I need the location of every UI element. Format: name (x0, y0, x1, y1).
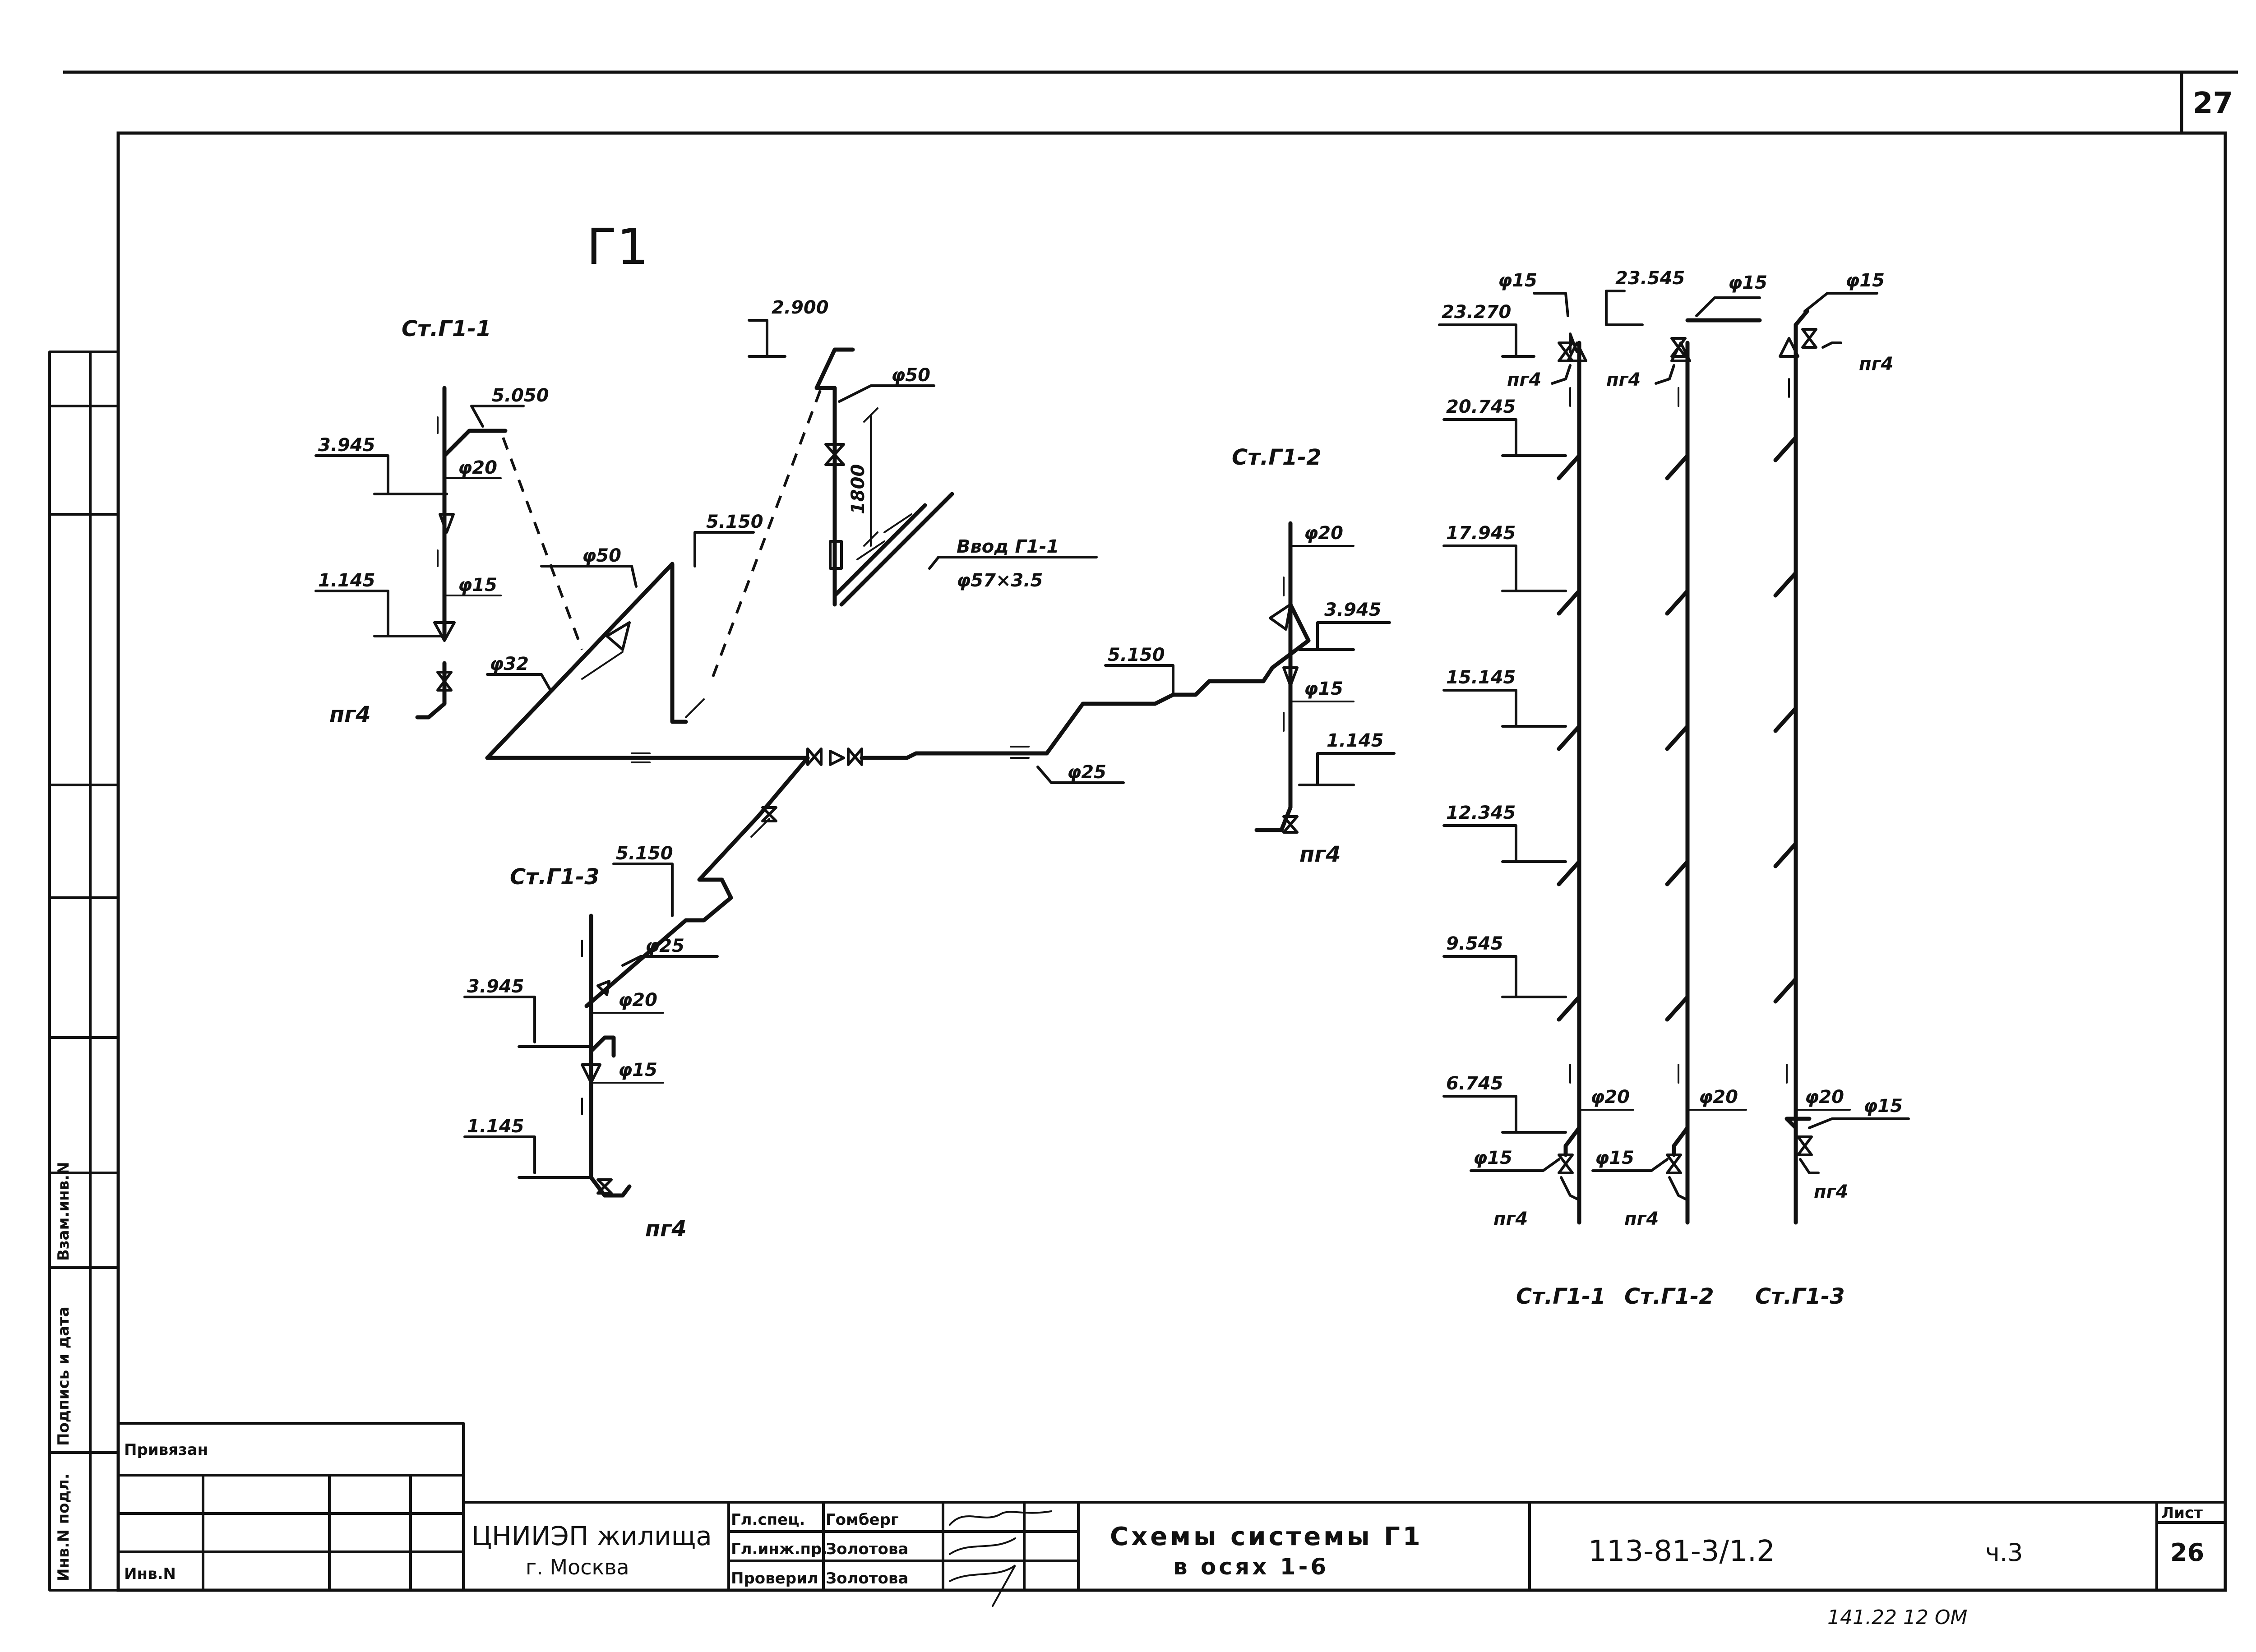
bound-label: Привязан (124, 1441, 208, 1459)
inv-label: Инв.N (124, 1565, 176, 1583)
diam-v15-2: φ15 (1728, 272, 1767, 293)
diam-15-c: φ15 (618, 1060, 657, 1080)
sheet-label: Лист (2161, 1504, 2203, 1522)
level-1145-b: 1.145 (1327, 730, 1384, 751)
riser-1-bottom-label: Ст.Г1-1 (1516, 1284, 1606, 1309)
level-17945: 17.945 (1446, 523, 1516, 544)
level-3945-a: 3.945 (318, 435, 375, 456)
level-1145-c: 1.145 (467, 1116, 524, 1137)
fixture-label-5: пг4 (1606, 369, 1641, 390)
main-distribution: φ50 φ32 5.150 2.900 φ50 1800 Ввод Г1-1 φ… (485, 297, 1311, 784)
level-23545: 23.545 (1615, 268, 1685, 289)
riser-2-bottom-label: Ст.Г1-2 (1624, 1284, 1714, 1309)
side-vzam-inv: Взам.инв.N (55, 1162, 73, 1261)
inlet-label: Ввод Г1-1 (957, 536, 1059, 557)
title-line-1: Схемы системы Г1 (1110, 1522, 1423, 1551)
fixture-label-6: пг4 (1859, 354, 1893, 374)
signature-0 (949, 1510, 1052, 1526)
fixture-label-9: пг4 (1814, 1181, 1848, 1202)
role-0: Гл.спец. (731, 1511, 805, 1529)
footer-code: 141.22 12 ОМ (1827, 1606, 1968, 1629)
level-3945-c: 3.945 (467, 976, 524, 997)
level-5050: 5.050 (492, 385, 549, 406)
side-signature-date: Подпись и дата (55, 1306, 73, 1446)
name-2: Золотова (826, 1569, 908, 1587)
title-line-2: в осях 1-6 (1173, 1554, 1329, 1580)
riser-developments: φ15 23.545 φ15 φ15 23.270 пг4 пг4 пг4 20… (1438, 268, 1910, 1309)
system-title: Г1 (587, 218, 648, 276)
role-1: Гл.инж.пр. (731, 1540, 828, 1558)
diam-v20-1: φ20 (1590, 1087, 1630, 1107)
name-1: Золотова (826, 1540, 908, 1558)
fixture-label-1: пг4 (329, 702, 371, 727)
side-stamp: Инв.N подл. Подпись и дата Взам.инв.N (48, 351, 120, 1592)
organization: ЦНИИЭП жилища (472, 1521, 712, 1551)
diam-v15-3: φ15 (1845, 270, 1885, 291)
level-20745: 20.745 (1446, 397, 1516, 417)
fixture-label-7: пг4 (1493, 1209, 1528, 1229)
level-5150-c: 5.150 (616, 843, 673, 864)
fixture-label-3: пг4 (645, 1216, 687, 1241)
diam-50-a: φ50 (582, 545, 621, 566)
name-0: Гомберг (826, 1511, 899, 1529)
signature-1 (949, 1537, 1016, 1555)
dimension-1800: 1800 (848, 464, 869, 514)
diam-50-b: φ50 (891, 365, 930, 386)
diam-v15-4: φ15 (1473, 1148, 1512, 1168)
diam-25-b: φ25 (645, 936, 684, 956)
signature-2 (949, 1564, 1016, 1607)
diam-15-b: φ15 (1304, 678, 1343, 699)
diam-25-a: φ25 (1067, 762, 1106, 783)
riser-2-schematic: Ст.Г1-2 φ20 3.945 φ15 1.145 пг4 (1232, 445, 1396, 867)
part-label: ч.3 (1985, 1538, 2023, 1567)
diam-20-c: φ20 (618, 990, 657, 1011)
riser-1-label: Ст.Г1-1 (402, 316, 491, 341)
level-6745: 6.745 (1446, 1073, 1503, 1094)
level-5150-a: 5.150 (706, 512, 763, 532)
level-23270: 23.270 (1442, 302, 1511, 323)
diam-v15-1: φ15 (1498, 270, 1537, 291)
level-3945-b: 3.945 (1324, 600, 1382, 620)
diam-32: φ32 (490, 654, 529, 674)
diam-20-a: φ20 (458, 457, 497, 478)
sheet-number: 26 (2170, 1538, 2204, 1567)
diam-v15-6: φ15 (1863, 1096, 1903, 1117)
riser-3-schematic: Ст.Г1-3 5.150 φ25 3.945 φ20 φ15 1.145 пг… (463, 756, 810, 1241)
title-block: Привязан Инв.N ЦНИИЭП жилища г. Москва Г… (117, 1422, 2227, 1629)
diam-20-b: φ20 (1304, 523, 1343, 544)
diam-v15-5: φ15 (1595, 1148, 1634, 1168)
level-5150-b: 5.150 (1108, 645, 1165, 665)
side-inv-podl: Инв.N подл. (55, 1473, 73, 1581)
diam-15-a: φ15 (458, 575, 497, 595)
level-12345: 12.345 (1446, 803, 1516, 823)
diam-v20-2: φ20 (1699, 1087, 1738, 1107)
corner-number: 27 (2193, 87, 2233, 120)
level-15145: 15.145 (1446, 667, 1516, 688)
level-9545: 9.545 (1446, 933, 1503, 954)
riser-1-schematic: Ст.Г1-1 5.050 3.945 1.145 φ20 φ15 пг4 (314, 316, 549, 727)
riser-3-bottom-label: Ст.Г1-3 (1755, 1284, 1845, 1309)
riser-2-label: Ст.Г1-2 (1232, 445, 1322, 470)
fixture-label-2: пг4 (1299, 842, 1341, 867)
fixture-label-8: пг4 (1624, 1209, 1659, 1229)
inlet-pipe: φ57×3.5 (957, 570, 1043, 591)
city: г. Москва (526, 1555, 629, 1579)
level-1145-a: 1.145 (318, 570, 375, 591)
riser-3-label: Ст.Г1-3 (510, 864, 600, 890)
diam-v20-3: φ20 (1805, 1087, 1844, 1107)
level-2900: 2.900 (772, 297, 829, 318)
document-code: 113-81-3/1.2 (1588, 1535, 1775, 1568)
role-2: Проверил (731, 1569, 818, 1587)
fixture-label-4: пг4 (1507, 369, 1541, 390)
